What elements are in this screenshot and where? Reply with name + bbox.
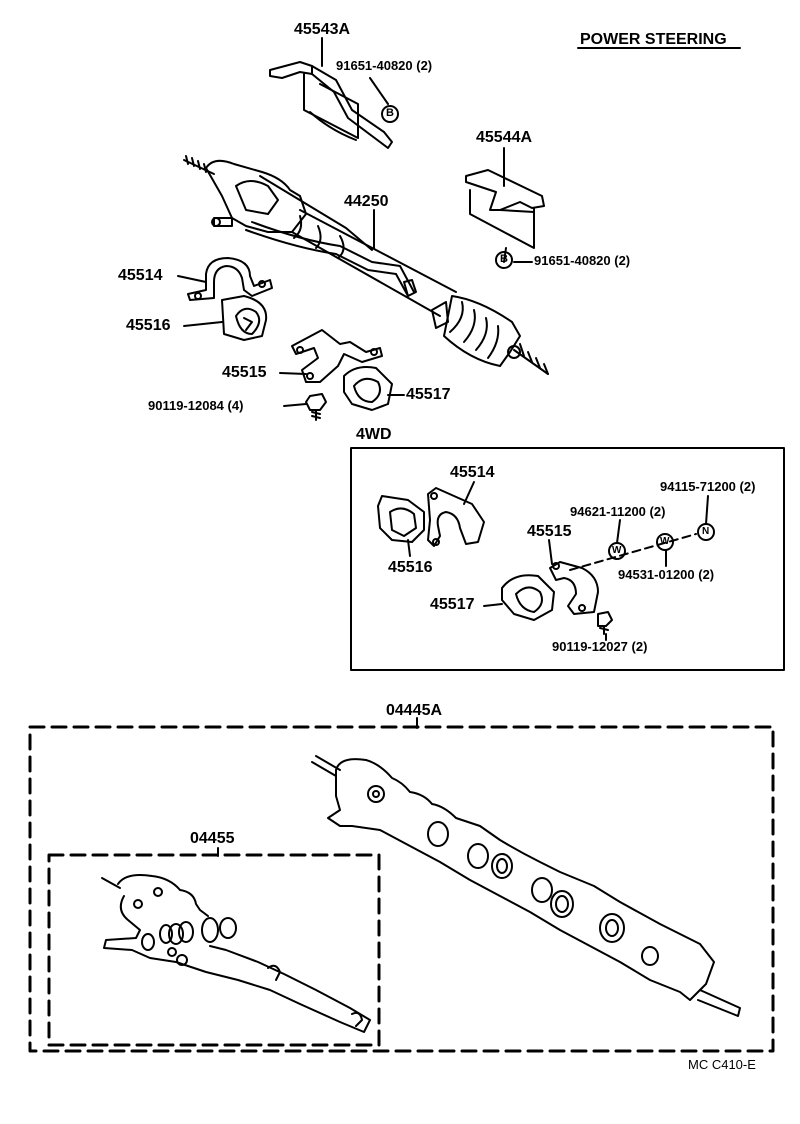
grommet-45516-drawing	[222, 296, 266, 340]
b-symbol-letter-right: B	[500, 253, 508, 265]
box-04455	[49, 855, 379, 1045]
kit-label-04455: 04455	[190, 830, 235, 847]
4wd-grommet-45516-drawing	[378, 496, 424, 542]
b-symbol-top	[382, 106, 398, 122]
4wd-bracket-45514-drawing	[428, 488, 484, 546]
leader-45515	[280, 373, 306, 374]
4wd-label-90119-12027: 90119-12027 (2)	[552, 639, 648, 654]
leader-94621	[617, 520, 620, 543]
leader-45514	[178, 276, 206, 282]
bracket-45544a-drawing	[466, 170, 544, 248]
bolt-90119-12084-drawing	[306, 394, 326, 420]
leader-4wd-45516	[408, 540, 410, 556]
rack-kit-drawing	[312, 756, 740, 1016]
part-label-45515: 45515	[222, 364, 267, 381]
grommet-45517-drawing	[344, 367, 392, 410]
b-symbol-letter-top: B	[386, 107, 394, 119]
n-symbol-letter: N	[702, 526, 710, 537]
part-label-45514: 45514	[118, 267, 163, 284]
bracket-45543a-drawing	[270, 62, 392, 148]
diagram-code: MC C410-E	[688, 1057, 756, 1072]
leader-4wd-45515	[549, 540, 552, 564]
part-label-91651-top: 91651-40820 (2)	[336, 58, 433, 73]
4wd-grommet-45517-drawing	[502, 575, 554, 620]
w-symbol-letter-2: W	[660, 536, 670, 547]
leader-90119-12084	[284, 404, 306, 406]
leader-4wd-45517	[484, 604, 502, 606]
steering-gear-drawing	[184, 156, 548, 374]
leader-91651-top	[370, 78, 388, 104]
4wd-label-45514: 45514	[450, 464, 495, 481]
4wd-label-45517: 45517	[430, 596, 475, 613]
box-04445a	[30, 727, 773, 1051]
b-symbol-right	[496, 252, 512, 268]
diagram-title: POWER STEERING	[580, 31, 727, 48]
4wd-label-94621: 94621-11200 (2)	[570, 504, 666, 519]
part-label-45516: 45516	[126, 317, 171, 334]
4wd-label-94531: 94531-01200 (2)	[618, 567, 715, 582]
4wd-label-94115: 94115-71200 (2)	[660, 479, 756, 494]
leader-45516	[184, 322, 222, 326]
4wd-label-45516: 45516	[388, 559, 433, 576]
bracket-45515-drawing	[292, 330, 382, 382]
box-4wd	[351, 448, 784, 670]
leader-4wd-45514	[464, 482, 474, 504]
leader-b-right	[504, 248, 506, 262]
kit-label-04445a: 04445A	[386, 702, 443, 719]
section-label-4wd: 4WD	[356, 426, 392, 443]
part-label-44250: 44250	[344, 193, 389, 210]
chain-line	[570, 534, 696, 570]
part-label-90119-12084: 90119-12084 (4)	[148, 398, 244, 413]
bracket-45514-drawing	[188, 258, 272, 300]
part-label-45517: 45517	[406, 386, 451, 403]
rack-seal-kit-drawing	[102, 875, 370, 1032]
4wd-bracket-45515-drawing	[550, 562, 598, 614]
w-symbol-letter-1: W	[612, 545, 622, 556]
part-label-45544a: 45544A	[476, 129, 533, 146]
part-label-45543a: 45543A	[294, 21, 351, 38]
4wd-bolt-90119-12027-drawing	[598, 612, 612, 634]
leader-94115	[706, 496, 708, 524]
part-label-91651-right: 91651-40820 (2)	[534, 253, 631, 268]
4wd-label-45515: 45515	[527, 523, 572, 540]
